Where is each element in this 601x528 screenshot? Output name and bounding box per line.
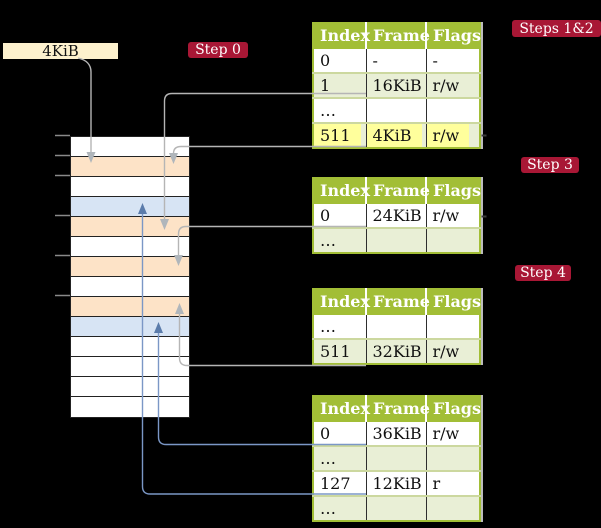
cell-flags <box>426 97 480 123</box>
frame-size-label: 4KiB <box>3 43 118 59</box>
highlight: 4KiB <box>366 125 422 147</box>
table-row: 511 32KiB r/w <box>313 338 480 364</box>
memory-row <box>71 217 189 237</box>
cell-flags <box>426 495 480 521</box>
memory-row <box>71 377 189 397</box>
memory-row <box>71 337 189 357</box>
badge-steps-1-2: Steps 1&2 <box>512 20 601 37</box>
table-row-highlighted: 511 4KiB r/w <box>313 122 480 148</box>
column-header-index: Index <box>313 178 370 203</box>
cell-index: 127 <box>313 470 367 496</box>
cell-index: 511 <box>313 338 367 364</box>
cell-flags: r/w <box>426 72 480 98</box>
cell-frame: 36KiB <box>366 420 427 446</box>
column-header-frame: Frame <box>366 396 430 421</box>
column-header-frame: Frame <box>366 178 430 203</box>
cell-index: 0 <box>313 202 367 228</box>
cell-frame: 24KiB <box>366 202 427 228</box>
cell-flags <box>426 445 480 471</box>
cell-frame <box>366 227 427 253</box>
column-header-flags: Flags <box>426 23 481 48</box>
cell-frame <box>366 313 427 339</box>
page-table-step-4-upper: Index Frame Flags … 511 32KiB r/w <box>312 288 481 365</box>
highlight: 511 <box>314 125 361 147</box>
column-header-frame: Frame <box>366 23 430 48</box>
table-row: 0 36KiB r/w <box>313 420 480 446</box>
table-row: 0 24KiB r/w <box>313 202 480 228</box>
memory-row <box>71 157 189 177</box>
column-header-frame: Frame <box>366 289 430 314</box>
table-row: 0 - - <box>313 47 480 73</box>
memory-row <box>71 237 189 257</box>
cell-frame <box>366 97 427 123</box>
column-header-flags: Flags <box>426 178 481 203</box>
table-row: … <box>313 445 480 471</box>
cell-frame: 4KiB <box>366 122 427 148</box>
cell-index: … <box>313 227 367 253</box>
cell-flags: r/w <box>426 202 480 228</box>
cell-flags: r/w <box>426 338 480 364</box>
table-row: … <box>313 227 480 253</box>
memory-tick-marks <box>55 134 70 297</box>
cell-index: … <box>313 313 367 339</box>
cell-index: 0 <box>313 47 367 73</box>
cell-flags: - <box>426 47 480 73</box>
column-header-index: Index <box>313 396 370 421</box>
cell-index: 1 <box>313 72 367 98</box>
page-table-steps-1-2: Index Frame Flags 0 - - 1 16KiB r/w … 51… <box>312 22 481 149</box>
memory-row <box>71 277 189 297</box>
cell-index: … <box>313 495 367 521</box>
table-row: 1 16KiB r/w <box>313 72 480 98</box>
cell-frame: 12KiB <box>366 470 427 496</box>
badge-step-0: Step 0 <box>188 42 248 58</box>
memory-row <box>71 197 189 217</box>
cell-flags: r/w <box>426 420 480 446</box>
column-header-flags: Flags <box>426 396 481 421</box>
memory-row <box>71 297 189 317</box>
cell-index: 511 <box>313 122 367 148</box>
cell-flags: r <box>426 470 480 496</box>
cell-index: … <box>313 445 367 471</box>
cell-index: 0 <box>313 420 367 446</box>
table-row: … <box>313 313 480 339</box>
cell-frame <box>366 445 427 471</box>
badge-step-4: Step 4 <box>515 265 571 281</box>
memory-row <box>71 317 189 337</box>
memory-row <box>71 257 189 277</box>
cell-flags <box>426 313 480 339</box>
memory-row <box>71 357 189 377</box>
cell-flags: r/w <box>426 122 480 148</box>
table-row: … <box>313 495 480 521</box>
page-table-step-3: Index Frame Flags 0 24KiB r/w … <box>312 177 481 254</box>
physical-memory-column <box>70 136 190 418</box>
arrow-table1-entry511-to-frame-4kib <box>169 145 366 164</box>
memory-row <box>71 397 189 417</box>
column-header-flags: Flags <box>426 289 481 314</box>
cell-frame: 16KiB <box>366 72 427 98</box>
cell-frame: 32KiB <box>366 338 427 364</box>
column-header-index: Index <box>313 289 370 314</box>
table-row: … <box>313 97 480 123</box>
table-row: 127 12KiB r <box>313 470 480 496</box>
highlight: r/w <box>426 125 470 147</box>
page-table-step-4-lower: Index Frame Flags 0 36KiB r/w … 127 12Ki… <box>312 395 481 522</box>
cell-flags <box>426 227 480 253</box>
badge-step-3: Step 3 <box>521 157 579 173</box>
memory-row <box>71 177 189 197</box>
connector-stub-marks <box>481 134 487 218</box>
memory-row <box>71 137 189 157</box>
cell-frame <box>366 495 427 521</box>
column-header-index: Index <box>313 23 370 48</box>
cell-index: … <box>313 97 367 123</box>
cell-frame: - <box>366 47 427 73</box>
